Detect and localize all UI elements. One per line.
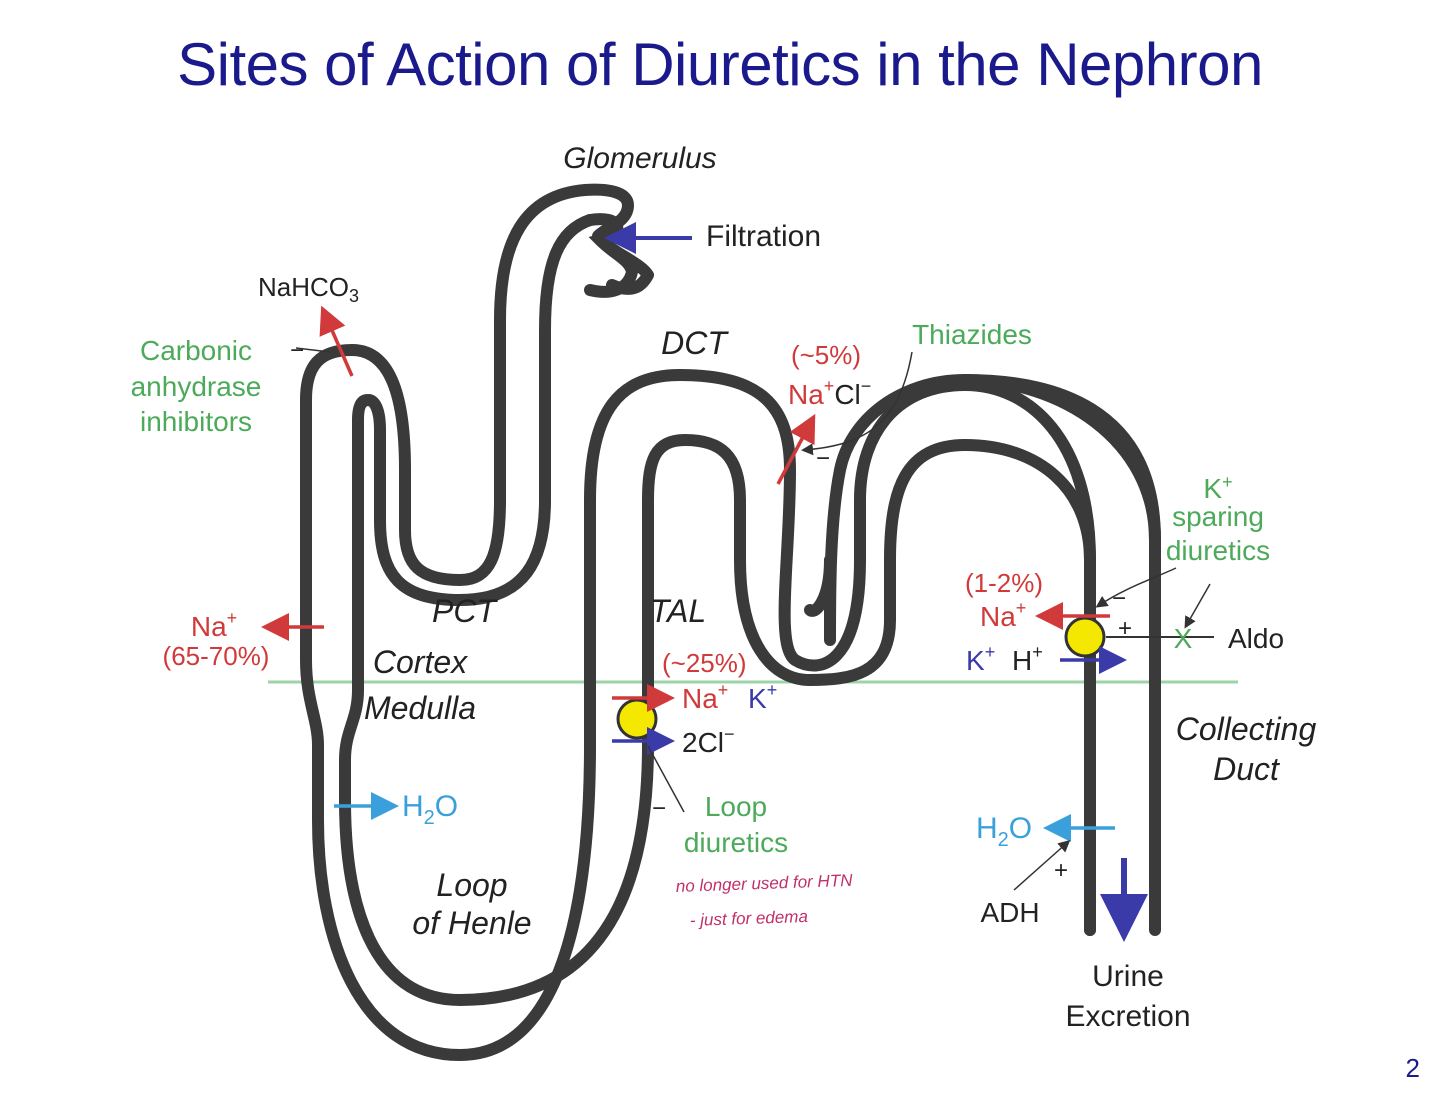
cd-na-label: Na+ (980, 598, 1026, 632)
pct-percent-label: (65-70%) (163, 641, 270, 671)
ksparing-aldo-pointer (1184, 583, 1211, 629)
aldo-label: Aldo (1228, 623, 1284, 654)
thiazides-label: Thiazides (912, 319, 1032, 350)
ksparing-line2: sparing (1172, 501, 1264, 532)
handwritten-note-line1: no longer used for HTN (675, 871, 853, 896)
dct-nacl-label: Na+Cl− (788, 376, 871, 410)
enac-transporter (1064, 616, 1106, 658)
thiazide-minus-sign: − (816, 445, 830, 472)
tubule-outer-wall (300, 183, 1096, 1061)
dct-percent-label: (~5%) (791, 340, 861, 370)
collecting-duct-line1: Collecting (1176, 711, 1317, 747)
collecting-duct-left-wall (959, 439, 1096, 936)
ksparing-line3: diuretics (1166, 535, 1270, 566)
loop-diuretics-line1: Loop (705, 791, 767, 822)
cd-minus-sign: − (1112, 585, 1126, 612)
thiazide-pointer (801, 351, 913, 456)
carbonic-inhibitor-line2: anhydrase (131, 371, 262, 402)
adh-plus-sign: + (1054, 857, 1068, 884)
ksparing-line1: K+ (1203, 472, 1232, 504)
aldo-plus-sign: + (1118, 615, 1132, 642)
urine-line1: Urine (1092, 960, 1164, 993)
tal-cl-label: 2Cl− (682, 724, 735, 758)
tubule-inner-wall-3 (339, 214, 971, 1006)
cd-k-label: K+ (966, 642, 995, 676)
carbonic-minus-sign: − (290, 337, 304, 364)
collecting-duct-line2: Duct (1213, 751, 1280, 787)
loop-h2o-label: H2O (402, 790, 458, 829)
aldo-block-mark: X (1174, 623, 1193, 654)
pct-na-label: Na+ (191, 608, 237, 642)
adh-line (1013, 840, 1071, 891)
glomerulus-label: Glomerulus (563, 142, 716, 175)
adh-label: ADH (980, 897, 1039, 928)
nkcc2-transporter (616, 698, 658, 740)
medulla-label: Medulla (364, 690, 476, 726)
filtration-label: Filtration (706, 220, 821, 253)
tubule-inner-wall (804, 374, 1161, 936)
loop-of-henle-line1: Loop (436, 867, 507, 903)
tal-k-label: K+ (748, 680, 777, 714)
tal-na-label: Na+ (682, 680, 728, 714)
slide-number: 2 (1405, 1053, 1420, 1083)
loop-minus-sign: − (652, 795, 666, 822)
urine-line2: Excretion (1065, 1000, 1190, 1033)
tubule-inner-wall-2 (959, 374, 1161, 931)
cd-h-label: H+ (1012, 642, 1043, 676)
loop-of-henle-line2: of Henle (412, 905, 531, 941)
handwritten-note-line2: - just for edema (689, 907, 808, 930)
dct-label: DCT (661, 325, 729, 361)
tal-label: TAL (650, 593, 706, 629)
ksparing-pointer (1095, 567, 1177, 608)
pct-label: PCT (432, 593, 498, 629)
loop-diuretics-line2: diuretics (684, 827, 788, 858)
cortex-label: Cortex (373, 644, 468, 680)
carbonic-inhibitor-line1: Carbonic (140, 335, 252, 366)
cd-percent-label: (1-2%) (965, 568, 1043, 598)
loop-diuretic-line (647, 745, 685, 813)
nahco3-label: NaHCO3 (258, 272, 359, 306)
dct-nacl-arrow (776, 413, 816, 485)
slide-title: Sites of Action of Diuretics in the Neph… (177, 31, 1263, 98)
carbonic-inhibitor-line (295, 347, 331, 353)
cd-h2o-label: H2O (976, 812, 1032, 851)
carbonic-inhibitor-line3: inhibitors (140, 406, 252, 437)
nahco3-arrow (319, 305, 354, 377)
tal-percent-label: (~25%) (662, 648, 747, 678)
